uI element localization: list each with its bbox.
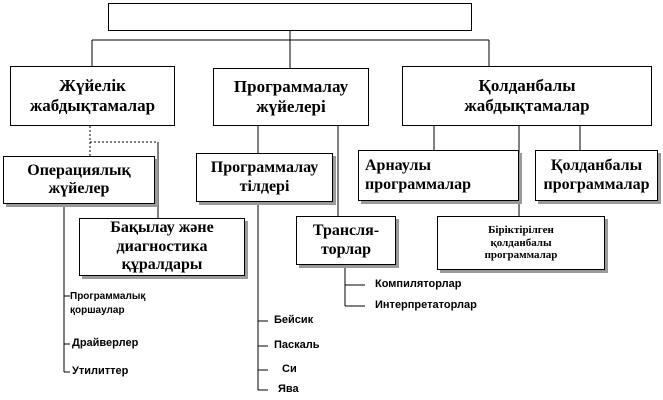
programming-systems-box: Программалау жүйелері (213, 68, 369, 126)
leaf-pascal: Паскаль (274, 339, 320, 351)
applied-programs-box: Қолданбалы программалар (535, 150, 658, 201)
programming-languages-box: Программалау тілдері (196, 153, 333, 202)
diagnostic-tools-box: Бақылау және диагностика құралдары (79, 218, 245, 276)
special-programs-box: Арнаулы программалар (358, 150, 519, 201)
application-software-box: Қолданбалы жабдықтамалар (402, 66, 652, 126)
system-software-box: Жүйелік жабдықтамалар (10, 66, 175, 126)
leaf-c: Си (282, 363, 297, 375)
translators-box: Трансля-торлар (296, 216, 396, 265)
leaf-drivers: Драйверлер (72, 337, 139, 349)
leaf-java: Ява (278, 383, 299, 395)
integrated-programs-box: Біріктірілген қолданбалы программалар (437, 216, 605, 270)
leaf-utilities: Утилиттер (72, 365, 129, 377)
os-box: Операциялық жүйелер (3, 156, 155, 204)
leaf-compilers: Компиляторлар (375, 278, 462, 290)
leaf-interpreters: Интерпретаторлар (375, 299, 477, 311)
leaf-software-shells: Программалық қоршаулар (70, 291, 146, 316)
leaf-basic: Бейсик (274, 314, 314, 326)
root-box (108, 3, 472, 31)
